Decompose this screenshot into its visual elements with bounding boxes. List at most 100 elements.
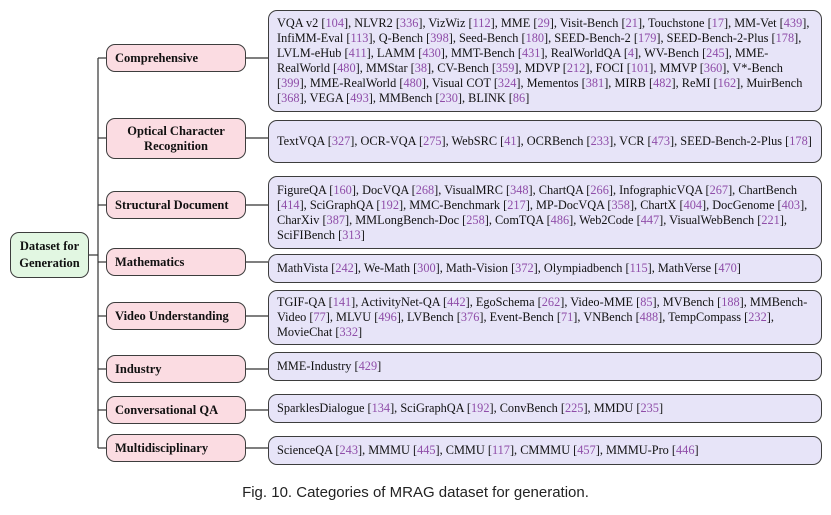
- datasets-conversational-qa: SparklesDialogue [134], SciGraphQA [192]…: [268, 394, 822, 423]
- citation-number: 245: [706, 46, 725, 60]
- dataset-name: ActivityNet-QA: [360, 295, 444, 309]
- dataset-name: SEED-Bench-2-Plus: [680, 134, 786, 148]
- dataset-list: MathVista [242], We-Math [300], Math-Vis…: [277, 261, 741, 275]
- dataset-name: CMMMU: [520, 443, 574, 457]
- dataset-list: ScienceQA [243], MMMU [445], CMMU [117],…: [277, 443, 699, 457]
- dataset-name: OCR-VQA: [360, 134, 419, 148]
- dataset-name: ComTQA: [494, 212, 547, 227]
- citation-number: 41: [504, 134, 517, 148]
- dataset-name: MMDU: [593, 401, 637, 415]
- dataset-name: VNBench: [583, 310, 636, 324]
- datasets-comprehensive: VQA v2 [104], NLVR2 [336], VizWiz [112],…: [268, 10, 822, 112]
- citation-number: 188: [721, 295, 740, 309]
- dataset-name: MME-RealWorld: [309, 76, 400, 90]
- dataset-name: MMLongBench-Doc: [355, 212, 463, 227]
- datasets-structural-document: FigureQA [160], DocVQA [268], VisualMRC …: [268, 176, 822, 249]
- citation-number: 29: [537, 16, 550, 30]
- dataset-name: Event-Bench: [489, 310, 557, 324]
- dataset-name: SciGraphQA: [400, 401, 467, 415]
- citation-number: 178: [775, 31, 795, 45]
- dataset-name: VisualMRC: [444, 182, 506, 197]
- citation-number: 404: [683, 197, 703, 212]
- citation-number: 275: [423, 134, 442, 148]
- dataset-name: CharXiv: [277, 212, 323, 227]
- dataset-list: FigureQA [160], DocVQA [268], VisualMRC …: [277, 182, 808, 242]
- dataset-name: MMMU: [368, 443, 413, 457]
- datasets-optical-character-recognition: TextVQA [327], OCR-VQA [275], WebSRC [41…: [268, 120, 822, 163]
- citation-number: 414: [281, 197, 300, 212]
- citation-number: 77: [313, 310, 326, 324]
- dataset-name: Math-Vision: [445, 261, 512, 275]
- citation-number: 21: [625, 16, 638, 30]
- dataset-list: MME-Industry [429]: [277, 359, 382, 373]
- dataset-name: VizWiz: [428, 16, 469, 30]
- dataset-name: InfiMM-Eval: [277, 31, 347, 45]
- citation-number: 258: [466, 212, 485, 227]
- citation-number: 360: [703, 61, 723, 75]
- category-industry: Industry: [106, 355, 246, 383]
- citation-number: 480: [403, 76, 422, 90]
- citation-number: 457: [577, 443, 596, 457]
- dataset-name: MMStar: [365, 61, 411, 75]
- dataset-name: MathVista: [277, 261, 332, 275]
- dataset-name: LVLM-eHub: [277, 46, 345, 60]
- citation-number: 486: [550, 212, 570, 227]
- datasets-mathematics: MathVista [242], We-Math [300], Math-Vis…: [268, 254, 822, 283]
- citation-number: 300: [417, 261, 436, 275]
- dataset-name: SEED-Bench-2: [554, 31, 634, 45]
- citation-number: 225: [564, 401, 584, 415]
- dataset-name: MMC-Benchmark: [409, 197, 504, 212]
- connector-lines: [89, 57, 268, 449]
- citation-number: 431: [521, 46, 541, 60]
- dataset-name: MMBench: [378, 91, 436, 105]
- dataset-list: SparklesDialogue [134], SciGraphQA [192]…: [277, 401, 664, 415]
- citation-number: 399: [281, 76, 300, 90]
- dataset-name: MovieChat: [277, 325, 336, 339]
- dataset-name: TempCompass: [668, 310, 745, 324]
- citation-number: 470: [718, 261, 737, 275]
- citation-number: 262: [541, 295, 561, 309]
- dataset-name: MDVP: [524, 61, 563, 75]
- category-conversational-qa: Conversational QA: [106, 396, 246, 424]
- citation-number: 358: [611, 197, 630, 212]
- citation-number: 268: [415, 182, 435, 197]
- citation-number: 327: [331, 134, 351, 148]
- citation-number: 348: [510, 182, 529, 197]
- datasets-video-understanding: TGIF-QA [141], ActivityNet-QA [442], Ego…: [268, 290, 822, 345]
- citation-number: 398: [430, 31, 449, 45]
- dataset-name: MME-RealWorld: [277, 46, 769, 75]
- category-label: Video Understanding: [115, 308, 229, 323]
- citation-number: 368: [281, 91, 300, 105]
- dataset-name: ConvBench: [499, 401, 561, 415]
- category-label: Structural Document: [115, 197, 229, 212]
- citation-number: 473: [651, 134, 671, 148]
- category-label: Mathematics: [115, 254, 185, 269]
- category-label: Optical Character Recognition: [127, 123, 225, 153]
- citation-number: 141: [332, 295, 352, 309]
- dataset-name: CMMU: [445, 443, 488, 457]
- citation-number: 212: [566, 61, 586, 75]
- citation-number: 17: [711, 16, 724, 30]
- citation-number: 113: [350, 31, 369, 45]
- citation-number: 496: [378, 310, 397, 324]
- citation-number: 235: [640, 401, 659, 415]
- dataset-name: FigureQA: [277, 182, 330, 197]
- citation-number: 115: [629, 261, 648, 275]
- citation-number: 411: [348, 46, 367, 60]
- citation-number: 430: [422, 46, 441, 60]
- citation-number: 403: [781, 197, 801, 212]
- citation-number: 117: [491, 443, 510, 457]
- dataset-name: SparklesDialogue: [277, 401, 368, 415]
- dataset-name: DocGenome: [712, 197, 778, 212]
- dataset-name: FOCI: [595, 61, 627, 75]
- citation-number: 85: [640, 295, 653, 309]
- dataset-name: VQA v2: [277, 16, 322, 30]
- dataset-name: MME: [500, 16, 534, 30]
- dataset-name: VEGA: [309, 91, 347, 105]
- category-label: Conversational QA: [115, 402, 219, 417]
- citation-number: 217: [507, 197, 526, 212]
- citation-number: 387: [326, 212, 345, 227]
- citation-number: 178: [789, 134, 808, 148]
- citation-number: 493: [350, 91, 369, 105]
